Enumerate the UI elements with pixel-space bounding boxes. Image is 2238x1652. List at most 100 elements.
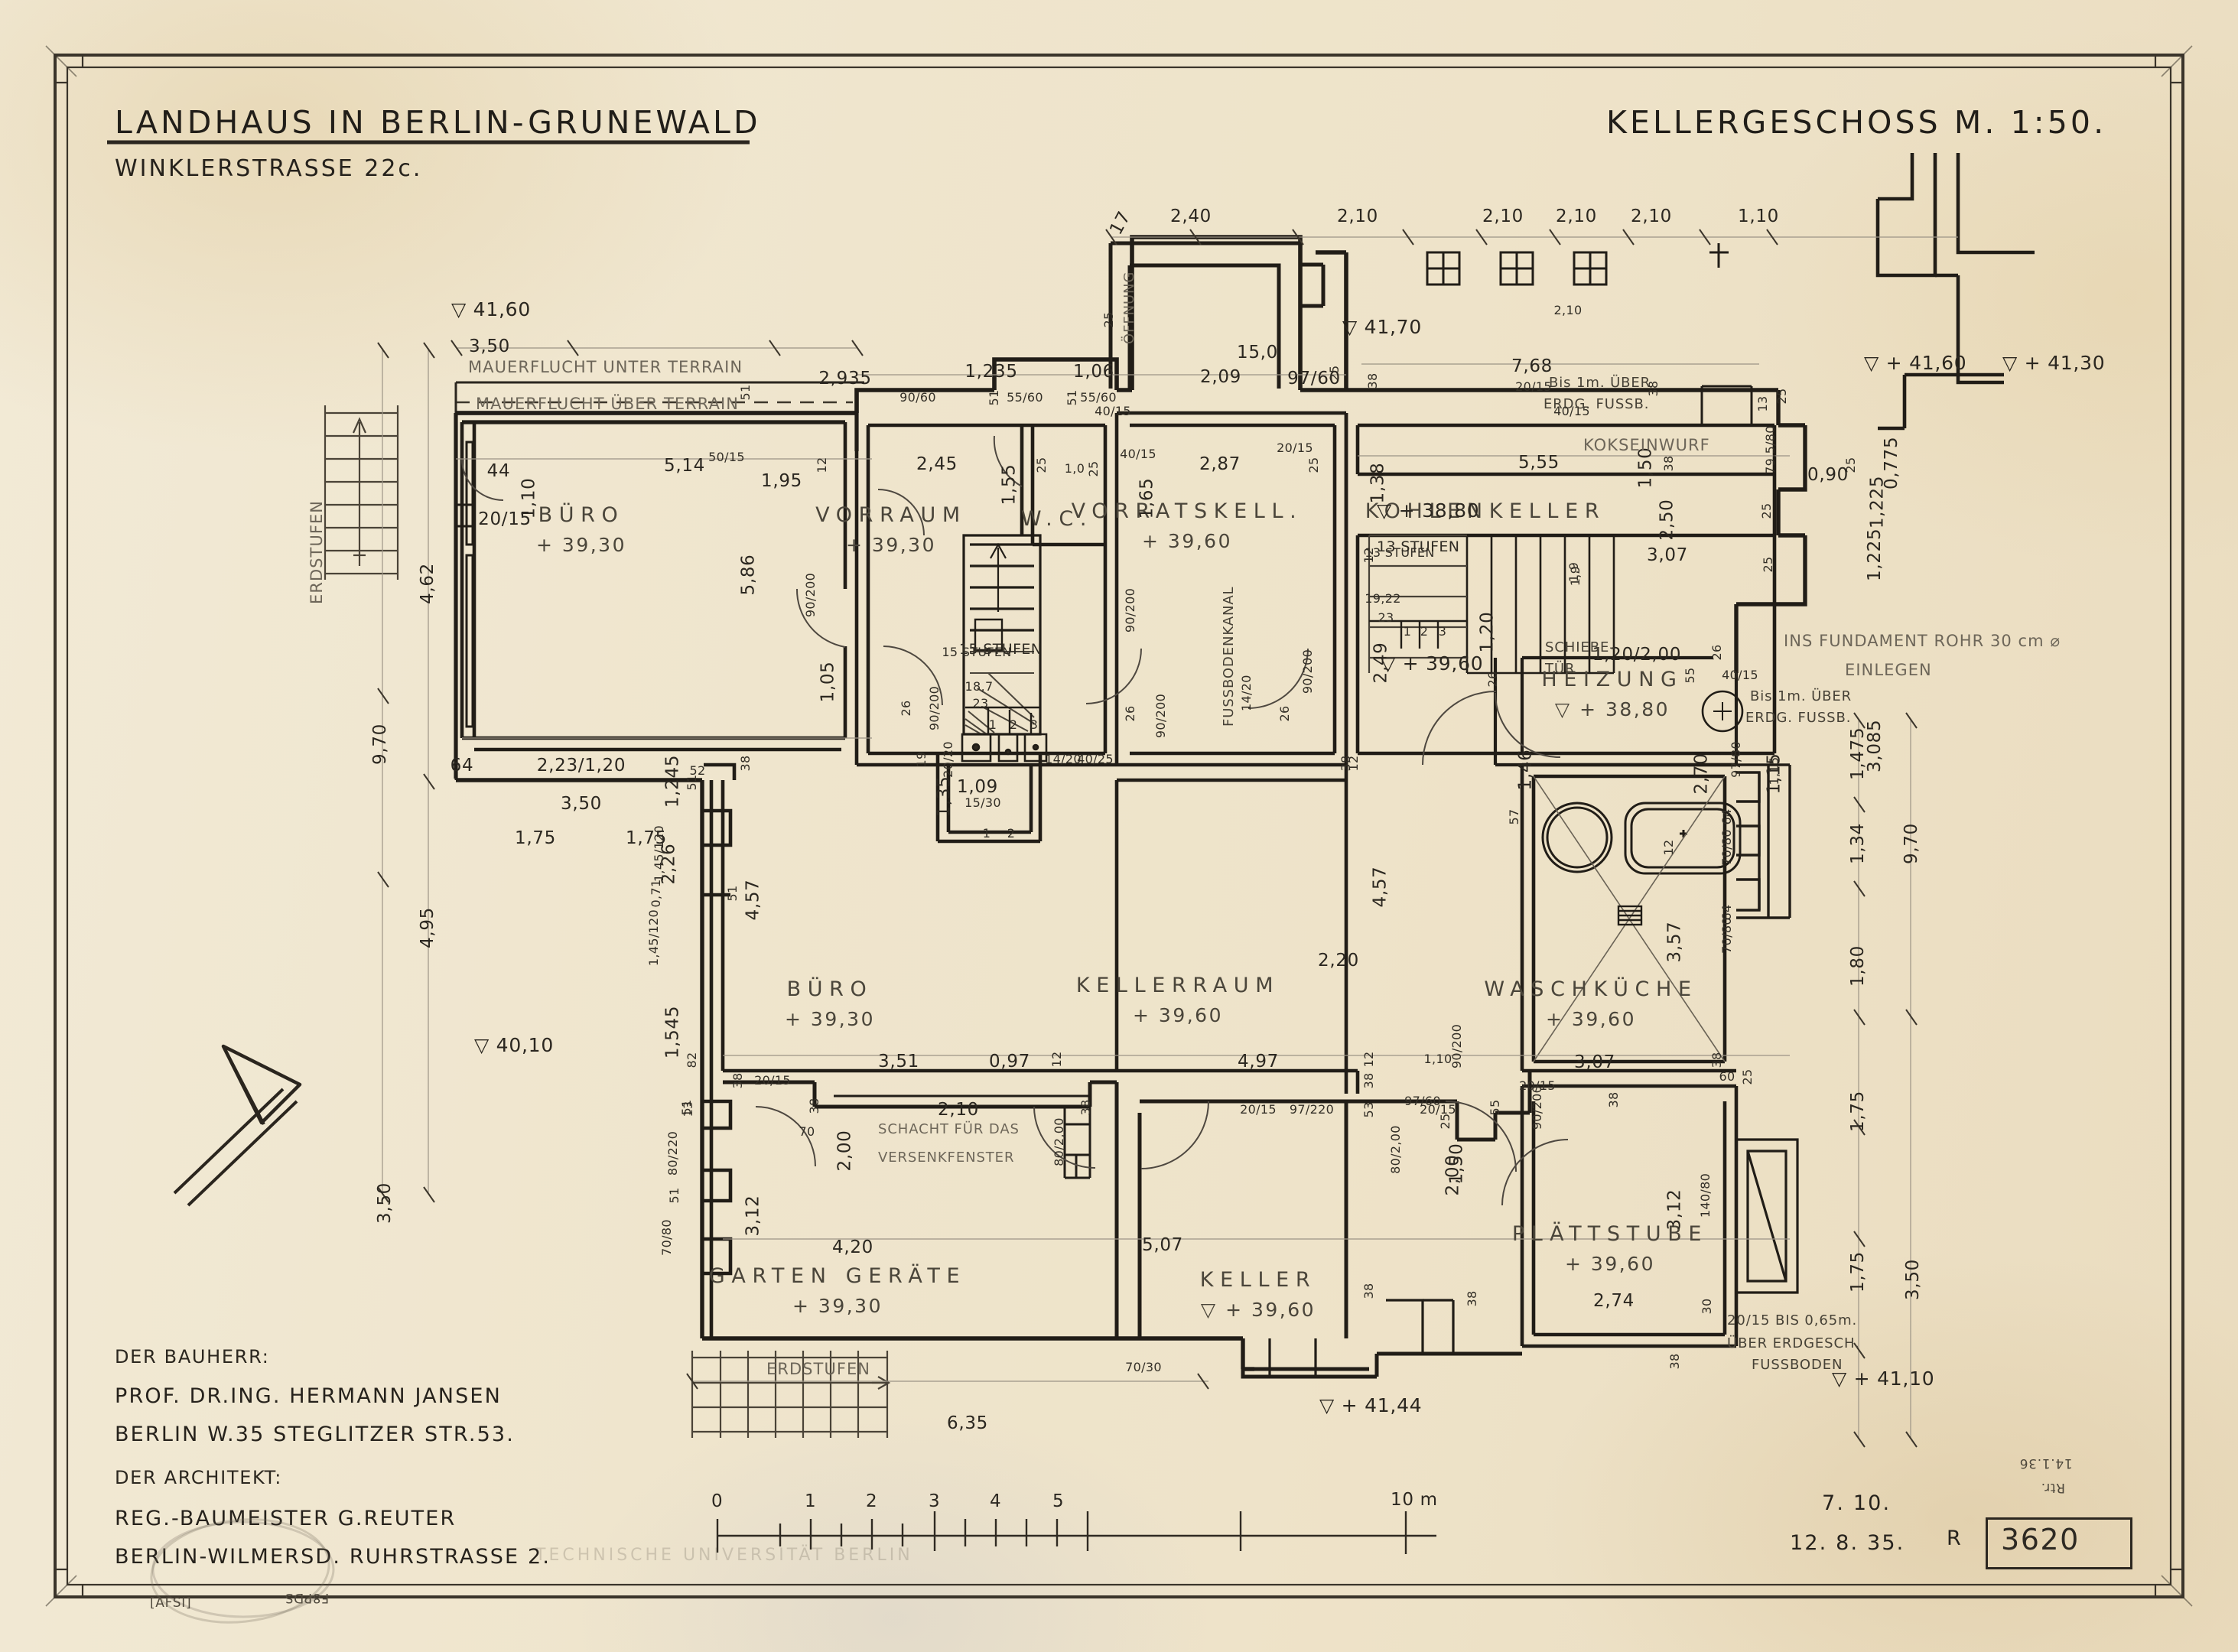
note-bis-ueber-2a: Bis 1m. ÜBER	[1750, 688, 1853, 704]
opening-callout: 25	[1843, 457, 1858, 473]
scale-tick-3: 3	[929, 1491, 941, 1511]
opening-callout: 55/60	[1007, 390, 1043, 405]
note-oeffnung: ÖFFNUNG	[1121, 271, 1137, 344]
opening-callout: 70/80	[659, 1219, 674, 1256]
scale-bar	[716, 1511, 1436, 1554]
opening-callout: 26	[1485, 671, 1500, 688]
opening-callout: 20/15	[1240, 1102, 1277, 1117]
level-marker: ▽ + 41,10	[1832, 1367, 1935, 1390]
room-level: + 39,30	[846, 534, 936, 556]
opening-callout: 20/20	[941, 741, 955, 778]
opening-callout: 12	[1049, 1051, 1064, 1068]
opening-callout: 90/200	[1300, 649, 1315, 694]
level-marker: ▽ 40,10	[474, 1034, 554, 1056]
opening-callout: 55	[1683, 667, 1697, 684]
dimension-value: 64	[450, 756, 474, 776]
opening-callout: 80/220	[665, 1130, 680, 1176]
opening-callout: 26	[899, 700, 913, 717]
opening-callout: 53	[1361, 1101, 1376, 1118]
opening-callout: 70/80	[1719, 917, 1734, 954]
client-label: DER BAUHERR:	[115, 1346, 270, 1367]
room-level: + 39,30	[785, 1008, 875, 1030]
revision-date: 14.1.36	[2019, 1455, 2073, 1471]
opening-callout: 97/220	[1289, 1102, 1335, 1117]
opening-callout: 0,71	[649, 879, 663, 908]
opening-callout: 26	[1123, 705, 1137, 722]
drawing-number-box	[1986, 1517, 2132, 1569]
dimension-value: 2,935	[818, 369, 872, 389]
room-level: + 39,60	[1546, 1008, 1636, 1030]
dim-right-134: 1,34	[1848, 823, 1868, 864]
room-name: WASCHKÜCHE	[1484, 977, 1698, 1001]
opening-callout: 55	[1488, 1099, 1502, 1116]
room-name: KOHLENKELLER	[1365, 499, 1606, 523]
opening-callout: 12	[1346, 755, 1361, 772]
page-title: LANDHAUS IN BERLIN-GRUNEWALD	[115, 104, 761, 141]
note-mauerflucht-ueber: MAUERFLUCHT ÜBER TERRAIN	[476, 395, 739, 413]
scale-tick-5: 5	[1052, 1491, 1065, 1511]
note-erdstufen-left: ERDSTUFEN	[307, 499, 326, 604]
drawing-number: 3620	[2001, 1523, 2080, 1556]
opening-callout: 2,10	[1553, 303, 1583, 317]
dimension-value: 15,0	[1237, 343, 1278, 363]
note-bis-065-3: FUSSBODEN	[1752, 1357, 1843, 1373]
room-level: ▽ + 39,60	[1200, 1299, 1316, 1321]
dimension-value: 1,20	[1477, 611, 1498, 653]
opening-callout: 25	[1327, 365, 1342, 382]
opening-callout: 2	[1009, 717, 1018, 732]
room-level: + 39,60	[1565, 1253, 1655, 1275]
opening-callout: 3	[1030, 717, 1039, 732]
opening-callout: 13	[1755, 395, 1770, 412]
door-swings	[461, 435, 1569, 1206]
room-name: VORRAUM	[815, 503, 967, 527]
opening-callout: 90/200	[1123, 587, 1137, 633]
opening-callout: 20/15	[754, 1073, 791, 1088]
dim-left-350: 3,50	[375, 1182, 395, 1224]
opening-callout: 60	[1719, 1069, 1735, 1084]
architect-name: REG.-BAUMEISTER G.REUTER	[115, 1507, 457, 1530]
architect-label: DER ARCHITEKT:	[115, 1467, 283, 1488]
level-marker: ▽ + 41,60	[1864, 352, 1967, 374]
opening-callout: 18,7	[964, 679, 994, 694]
opening-callout: 40/15	[1553, 404, 1590, 418]
room-name: HEIZUNG	[1541, 668, 1683, 691]
dim-right-1225: 1,225	[1865, 528, 1885, 581]
opening-callout: 25	[1740, 1068, 1755, 1085]
opening-callout: 13 STUFEN	[1365, 545, 1435, 560]
opening-callout: 90/200	[1449, 1023, 1464, 1069]
opening-callout: 25	[1101, 311, 1116, 328]
note-erdstufen-bottom: ERDSTUFEN	[766, 1360, 871, 1378]
dim-top-210a: 2,10	[1337, 206, 1378, 226]
dimension-value: 2,74	[1593, 1291, 1635, 1311]
dimension-value: 4,57	[1370, 866, 1391, 908]
opening-callout: 1,45/120	[646, 909, 661, 967]
opening-callout: 90/200	[927, 685, 942, 731]
level-marker: ▽ 41,60	[451, 298, 531, 320]
dimension-value: 1,38	[1368, 462, 1388, 504]
note-mauerflucht-unter: MAUERFLUCHT UNTER TERRAIN	[468, 358, 743, 376]
erdstufen-left	[324, 405, 399, 580]
opening-callout: 38	[1361, 1072, 1376, 1089]
scale-tick-1: 1	[805, 1491, 817, 1511]
opening-callout: 19,22	[1365, 591, 1401, 606]
scale-end-label: 10 m	[1391, 1490, 1438, 1510]
opening-callout: 82	[685, 1052, 699, 1068]
dimension-value: 0,97	[989, 1052, 1030, 1072]
opening-callout: 19	[914, 751, 929, 768]
room-name: KELLER	[1199, 1268, 1317, 1292]
note-schacht-2: VERSENKFENSTER	[878, 1150, 1015, 1166]
dim-top-110: 1,10	[1738, 206, 1779, 226]
note-fundament-2: EINLEGEN	[1845, 661, 1932, 679]
dimension-lines	[382, 236, 1958, 1438]
level-marker: ▽ + 38,80	[1377, 499, 1480, 522]
client-name: PROF. DR.ING. HERMANN JANSEN	[115, 1384, 502, 1408]
dimension-value: 1,545	[662, 1005, 683, 1059]
note-kokseinwurf: KOKSEINWURF	[1583, 436, 1710, 454]
archive-mark-left: [AFSI]	[150, 1595, 192, 1611]
page-subtitle: WINKLERSTRASSE 22c.	[115, 155, 423, 182]
erdstufen-bottom	[691, 1351, 891, 1438]
opening-callout: 64	[1719, 808, 1734, 825]
dimension-value: 5,55	[1518, 453, 1560, 473]
opening-callout: 15 STUFEN	[942, 645, 1012, 659]
